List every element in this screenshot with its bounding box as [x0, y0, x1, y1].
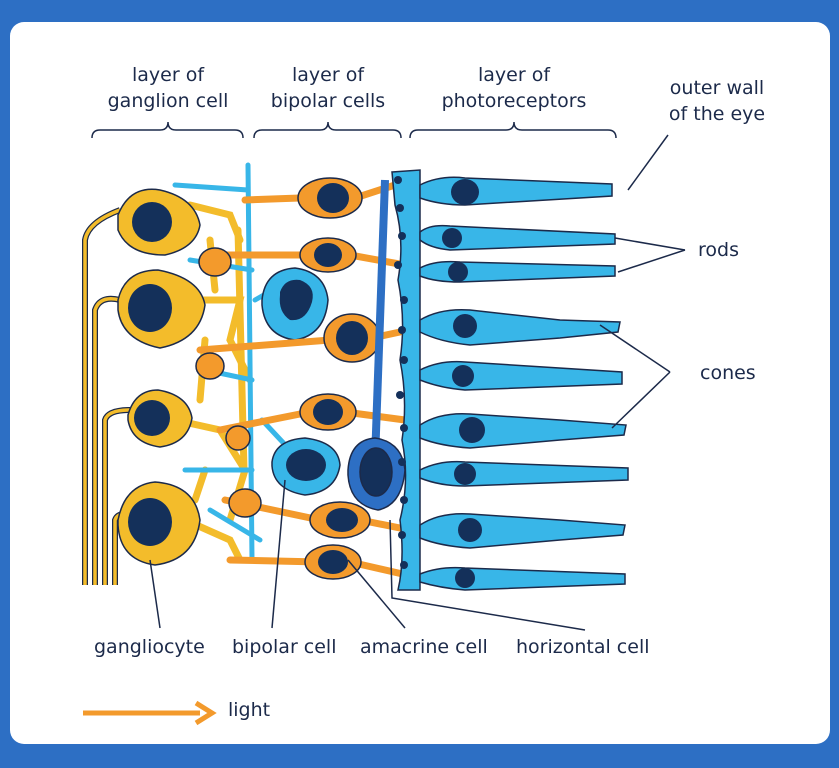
- leader-gangliocyte: [149, 559, 161, 629]
- nucleus: [459, 417, 485, 443]
- label-light: light: [228, 699, 271, 721]
- synaptic-terminals: [394, 176, 408, 569]
- nucleus: [452, 365, 474, 387]
- label-outer-wall: outer wall of the eye: [668, 77, 766, 125]
- leader-cones-1: [599, 324, 671, 373]
- leader-rods-2: [617, 249, 686, 273]
- nucleus: [336, 321, 368, 355]
- nucleus: [286, 449, 326, 481]
- label-gangliocyte: gangliocyte: [94, 636, 205, 658]
- label-layer-ganglion: layer of ganglion cell: [107, 64, 229, 112]
- nucleus: [313, 399, 343, 425]
- bipolar-cell: [198, 247, 232, 277]
- label-rods: rods: [698, 239, 739, 261]
- brace-bipolar: [253, 121, 402, 139]
- nucleus: [448, 262, 468, 282]
- rod: [419, 566, 626, 591]
- rod: [419, 460, 629, 487]
- nucleus: [279, 279, 313, 321]
- nucleus: [451, 179, 479, 205]
- nucleus: [317, 183, 349, 213]
- leader-rods-1: [614, 237, 686, 251]
- amacrine-cell: [347, 179, 406, 511]
- nucleus: [128, 284, 172, 332]
- brace-ganglion: [91, 121, 244, 139]
- bipolar-cell: [225, 425, 251, 451]
- cone: [419, 512, 626, 549]
- nucleus: [458, 518, 482, 542]
- nucleus: [454, 463, 476, 485]
- nucleus: [134, 400, 170, 436]
- nucleus: [455, 568, 475, 588]
- leader-lines: [149, 134, 686, 631]
- leader-amacrine: [347, 559, 406, 629]
- rod: [419, 360, 623, 391]
- cone: [419, 308, 621, 346]
- nucleus: [453, 314, 477, 338]
- leader-outer-wall: [627, 134, 669, 191]
- ganglion-nuclei: [128, 202, 172, 546]
- rod: [419, 176, 613, 206]
- leader-horizontal: [389, 519, 586, 631]
- nucleus: [318, 550, 348, 574]
- light-arrow-icon: [83, 700, 217, 726]
- cones: [419, 308, 627, 549]
- brace-photoreceptors: [409, 121, 617, 139]
- label-layer-bipolar: layer of bipolar cells: [270, 64, 386, 112]
- label-layer-photoreceptors: layer of photoreceptors: [441, 64, 587, 112]
- label-amacrine-cell: amacrine cell: [360, 636, 488, 658]
- nucleus: [132, 202, 172, 242]
- photoreceptor-nuclei: [442, 179, 485, 588]
- nucleus: [314, 243, 342, 267]
- nucleus: [442, 228, 462, 248]
- leader-cones-2: [611, 371, 671, 429]
- label-bipolar-cell: bipolar cell: [232, 636, 337, 658]
- nucleus: [128, 498, 172, 546]
- bipolar-cell: [228, 488, 262, 518]
- rod: [419, 224, 616, 251]
- label-horizontal-cell: horizontal cell: [516, 636, 650, 658]
- label-cones: cones: [700, 362, 756, 384]
- rod: [419, 260, 616, 283]
- leader-bipolar: [271, 479, 286, 629]
- cone: [419, 412, 627, 449]
- bipolar-cell: [195, 352, 225, 380]
- layer-braces: [91, 121, 617, 139]
- photoreceptor-base: [391, 169, 421, 591]
- nucleus: [326, 508, 358, 532]
